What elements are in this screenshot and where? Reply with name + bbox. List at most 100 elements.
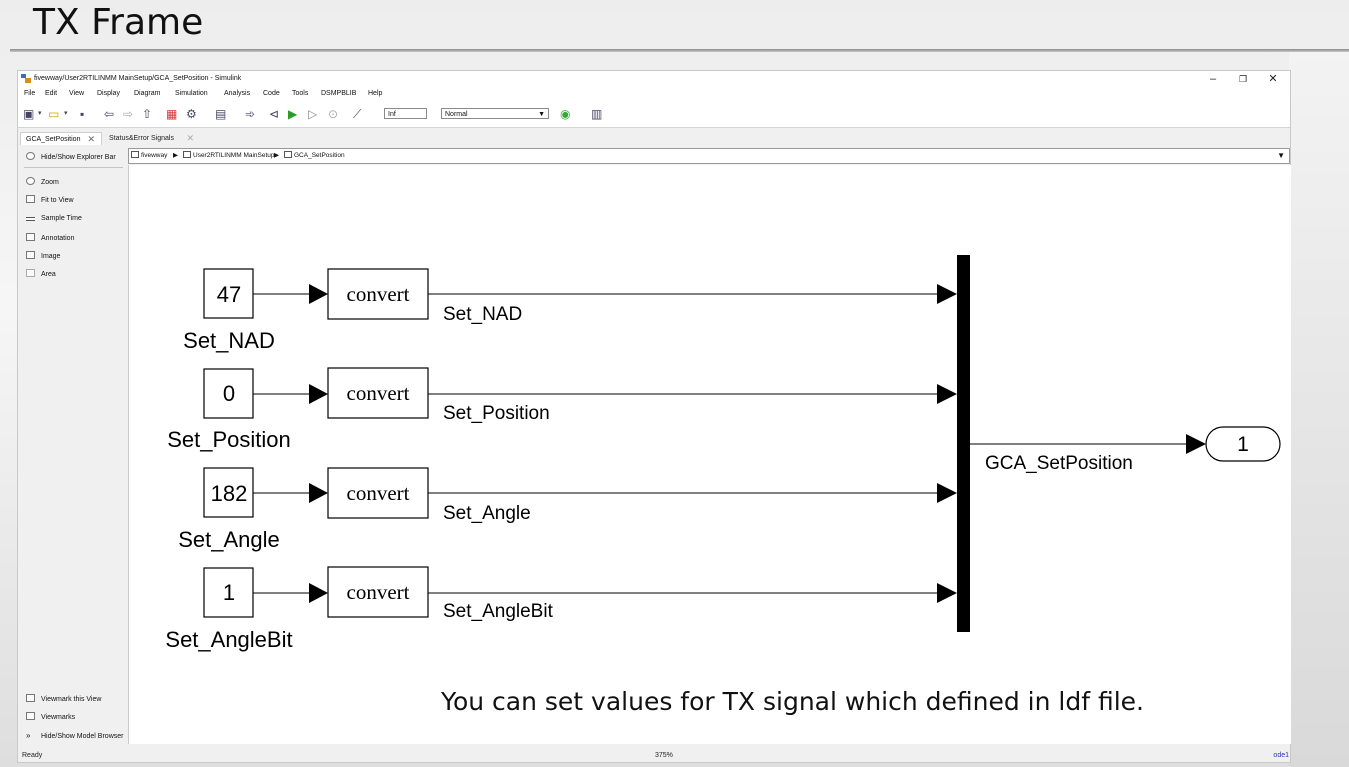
convert-block[interactable] bbox=[327, 268, 429, 320]
menu-dsmpblib[interactable]: DSMPBLIB bbox=[321, 90, 357, 97]
model-tabs: GCA_SetPosition ✕ Status&Error Signals ✕ bbox=[18, 131, 1290, 145]
sidebar-item-annotation[interactable]: Annotation bbox=[26, 233, 74, 243]
constant-value: 47 bbox=[217, 282, 241, 307]
sample-time-icon bbox=[26, 217, 35, 221]
breadcrumb-label: fivewway bbox=[141, 152, 168, 159]
close-tab-icon[interactable]: ✕ bbox=[87, 134, 95, 144]
sidebar-item-sample-time[interactable]: Sample Time bbox=[26, 214, 82, 224]
sidebar-item-label: Viewmark this View bbox=[41, 696, 102, 703]
chevron-down-icon[interactable]: ▼ bbox=[1277, 151, 1285, 160]
minimize-button[interactable]: – bbox=[1209, 73, 1217, 85]
signal-arrow bbox=[937, 483, 957, 503]
tab-gca-setposition[interactable]: GCA_SetPosition ✕ bbox=[20, 132, 102, 145]
scope-icon[interactable]: ⟋ bbox=[353, 107, 362, 121]
stop-icon[interactable]: ⊙ bbox=[328, 107, 339, 121]
constant-block[interactable] bbox=[203, 268, 254, 319]
new-dropdown-icon[interactable]: ▾ bbox=[38, 110, 42, 117]
constant-name: Set_Angle bbox=[178, 527, 280, 552]
convert-label: convert bbox=[347, 580, 410, 604]
close-button[interactable]: ✕ bbox=[1268, 73, 1278, 85]
up-arrow-icon[interactable]: ⇧ bbox=[142, 107, 153, 121]
viewmark-icon bbox=[26, 694, 35, 702]
sidebar-item-area[interactable]: Area bbox=[26, 269, 56, 279]
menu-analysis[interactable]: Analysis bbox=[224, 90, 251, 97]
sidebar-item-image[interactable]: Image bbox=[26, 251, 60, 261]
convert-block[interactable] bbox=[327, 467, 429, 519]
toolbar: ▣ ▾ ▭ ▾ ▪ ⇦ ⇨ ⇧ ▦ ⚙ ▤ ➾ ⊲ ▶ ▷ ⊙ ⟋ Inf No… bbox=[18, 100, 1290, 128]
simulation-mode-value: Normal bbox=[445, 111, 468, 118]
solver-link[interactable]: ode1 bbox=[1273, 752, 1289, 759]
stop-time-input[interactable]: Inf bbox=[384, 108, 427, 119]
sidebar-item-fit-to-view[interactable]: Fit to View bbox=[26, 195, 74, 205]
new-model-icon[interactable]: ▣ bbox=[23, 107, 35, 121]
sidebar-item-label: Image bbox=[41, 253, 61, 260]
mux-block[interactable] bbox=[957, 255, 970, 632]
menu-edit[interactable]: Edit bbox=[45, 90, 58, 97]
library-browser-icon[interactable]: ▦ bbox=[166, 107, 178, 121]
status-text: Ready bbox=[22, 752, 43, 759]
chevron-down-icon: ▼ bbox=[538, 111, 545, 118]
menu-tools[interactable]: Tools bbox=[292, 90, 309, 97]
constant-name: Set_Position bbox=[167, 427, 291, 452]
tab-status-error-signals[interactable]: Status&Error Signals ✕ bbox=[104, 132, 200, 145]
menu-help[interactable]: Help bbox=[368, 90, 383, 97]
signal-arrow bbox=[309, 583, 328, 603]
restore-button[interactable]: ❐ bbox=[1238, 74, 1248, 84]
signal-label: Set_AngleBit bbox=[443, 601, 554, 622]
menu-simulation[interactable]: Simulation bbox=[175, 90, 208, 97]
constant-block[interactable] bbox=[203, 467, 254, 518]
step-forward-icon[interactable]: ▷ bbox=[308, 107, 318, 121]
sidebar-item-hide-show-model-browser[interactable]: »Hide/Show Model Browser bbox=[26, 731, 123, 741]
model-canvas[interactable]: 1 GCA_SetPosition 47 Set_NAD convert Set… bbox=[128, 165, 1291, 744]
signal-arrow bbox=[937, 583, 957, 603]
step-back-icon[interactable]: ➾ bbox=[245, 107, 256, 121]
menu-view[interactable]: View bbox=[69, 90, 85, 97]
signal-arrow bbox=[309, 284, 328, 304]
simulink-app-icon bbox=[21, 74, 31, 83]
forward-arrow-icon[interactable]: ⇨ bbox=[123, 107, 134, 121]
menu-diagram[interactable]: Diagram bbox=[134, 90, 161, 97]
menu-display[interactable]: Display bbox=[97, 90, 120, 97]
image-icon bbox=[26, 251, 35, 259]
check-model-icon[interactable]: ◉ bbox=[560, 107, 571, 121]
block-diagram[interactable]: 1 GCA_SetPosition 47 Set_NAD convert Set… bbox=[129, 165, 1291, 744]
breadcrumb-item-gca-setposition[interactable]: GCA_SetPosition bbox=[284, 149, 345, 163]
breadcrumb-separator-icon: ▶ bbox=[274, 152, 279, 159]
model-settings-icon[interactable]: ⚙ bbox=[186, 107, 197, 121]
signal-row-set-position: 0 Set_Position convert Set_Position bbox=[167, 367, 957, 452]
convert-block[interactable] bbox=[327, 367, 429, 419]
sidebar-item-label: Viewmarks bbox=[41, 714, 76, 721]
model-explorer-icon[interactable]: ▤ bbox=[215, 107, 227, 121]
menu-file[interactable]: File bbox=[24, 90, 36, 97]
signal-label: Set_Position bbox=[443, 403, 550, 424]
step-back-2-icon[interactable]: ⊲ bbox=[269, 107, 280, 121]
annotation-icon bbox=[26, 233, 35, 241]
signal-arrow bbox=[937, 384, 957, 404]
sidebar-item-zoom[interactable]: Zoom bbox=[26, 177, 59, 187]
back-arrow-icon[interactable]: ⇦ bbox=[104, 107, 115, 121]
convert-label: convert bbox=[347, 282, 410, 306]
outport-block[interactable] bbox=[1205, 426, 1281, 462]
slide-title: TX Frame bbox=[33, 2, 204, 43]
signal-row-set-nad: 47 Set_NAD convert Set_NAD bbox=[183, 268, 957, 353]
run-icon[interactable]: ▶ bbox=[288, 107, 298, 121]
sidebar-item-hide-show-explorer[interactable]: Hide/Show Explorer Bar bbox=[26, 152, 116, 162]
breadcrumb-item-fivewway[interactable]: fivewway bbox=[131, 149, 167, 163]
signal-row-set-angle: 182 Set_Angle convert Set_Angle bbox=[178, 467, 957, 552]
close-tab-icon[interactable]: ✕ bbox=[186, 133, 194, 143]
convert-block[interactable] bbox=[327, 566, 429, 618]
signal-label: Set_NAD bbox=[443, 304, 522, 325]
constant-block[interactable] bbox=[203, 567, 254, 618]
build-icon[interactable]: ▥ bbox=[591, 107, 603, 121]
constant-value: 182 bbox=[211, 481, 248, 506]
sidebar-item-viewmarks[interactable]: Viewmarks bbox=[26, 712, 75, 722]
simulation-mode-select[interactable]: Normal ▼ bbox=[441, 108, 549, 119]
breadcrumb-item-mainsetup[interactable]: User2RTILINMM MainSetup bbox=[183, 149, 275, 163]
constant-block[interactable] bbox=[203, 368, 254, 419]
sidebar-item-viewmark-this-view[interactable]: Viewmark this View bbox=[26, 694, 101, 704]
open-dropdown-icon[interactable]: ▾ bbox=[64, 110, 68, 117]
tab-label: Status&Error Signals bbox=[109, 135, 174, 142]
menu-code[interactable]: Code bbox=[263, 90, 280, 97]
save-icon[interactable]: ▪ bbox=[80, 107, 85, 121]
open-folder-icon[interactable]: ▭ bbox=[48, 107, 60, 121]
